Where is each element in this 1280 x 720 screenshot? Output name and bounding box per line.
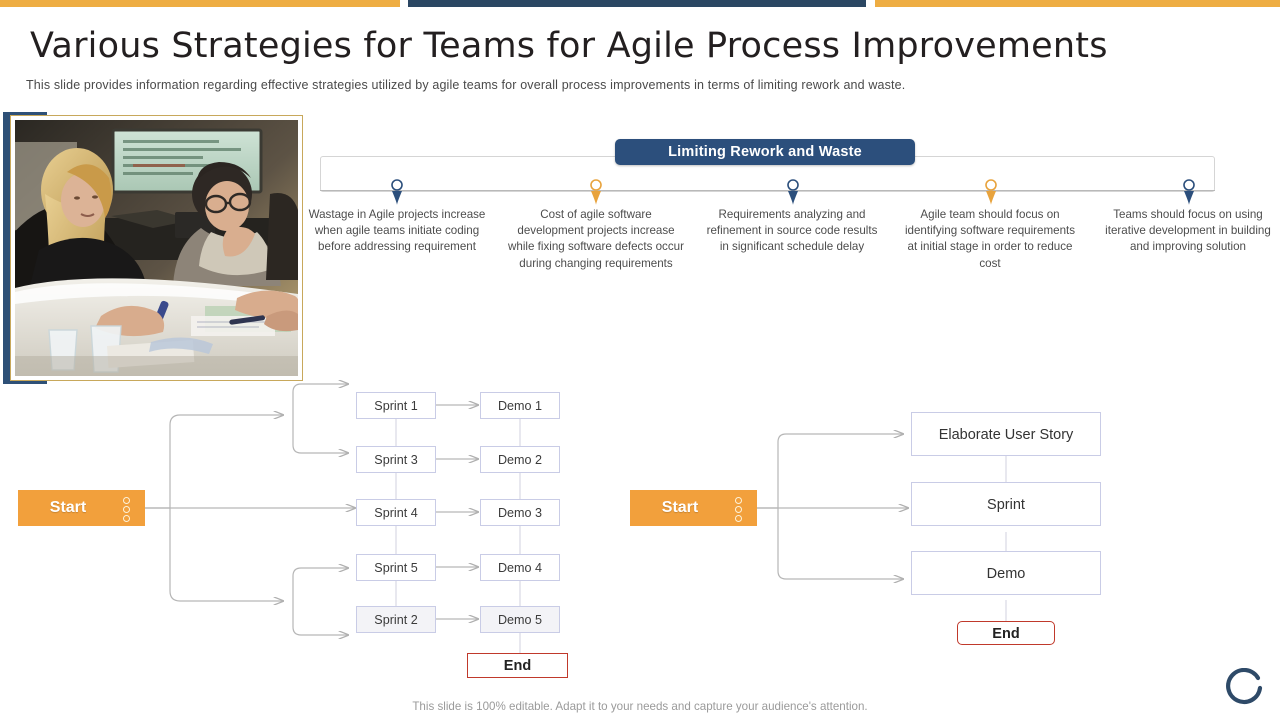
timeline-text-4: Agile team should focus on identifying s… [904,208,1076,270]
node-label: Demo 3 [497,506,543,520]
timeline-marker-5 [1180,179,1198,207]
flow-right-node-3[interactable]: Demo [911,551,1101,595]
flow-right-end[interactable]: End [957,621,1055,645]
timeline-marker-4 [982,179,1000,207]
flow-left-start-dots [123,497,133,522]
flow-left-sprint-2[interactable]: Sprint 3 [356,446,436,473]
flow-left-demo-4[interactable]: Demo 4 [480,554,560,581]
node-label: Demo 5 [497,613,543,627]
flow-left-sprint-1[interactable]: Sprint 1 [356,392,436,419]
flow-right-node-1[interactable]: Elaborate User Story [911,412,1101,456]
node-label: Demo 2 [497,453,543,467]
timeline-track [320,156,1215,192]
node-label: Demo 1 [497,399,543,413]
team-meeting-photo [15,120,298,376]
node-label: Sprint [987,497,1025,513]
flow-right-start[interactable]: Start [630,490,757,526]
timeline-banner: Limiting Rework and Waste [615,139,915,165]
timeline-text-5: Teams should focus on using iterative de… [1105,208,1271,254]
node-label: Sprint 1 [374,399,418,413]
flow-left-demo-3[interactable]: Demo 3 [480,499,560,526]
node-label: Demo [986,566,1026,582]
brand-logo-icon [1224,667,1266,710]
footer-note: This slide is 100% editable. Adapt it to… [412,700,868,713]
timeline-text-2: Cost of agile software development proje… [508,208,684,270]
page-title: Various Strategies for Teams for Agile P… [30,26,1108,66]
node-label: Sprint 2 [374,613,418,627]
timeline-axis [320,190,1215,191]
flow-left-demo-5[interactable]: Demo 5 [480,606,560,633]
accent-segment-right [875,0,1280,7]
flow-left-sprint-5[interactable]: Sprint 2 [356,606,436,633]
timeline-text-3: Requirements analyzing and refinement in… [706,208,878,254]
node-label: Sprint 3 [374,453,418,467]
accent-segment-left [0,0,400,7]
timeline-marker-1 [388,179,406,207]
flow-right-start-dots [735,497,745,522]
node-label: End [503,658,532,674]
timeline-marker-2 [587,179,605,207]
node-label: Demo 4 [497,561,543,575]
flow-left-demo-1[interactable]: Demo 1 [480,392,560,419]
flow-left-demo-2[interactable]: Demo 2 [480,446,560,473]
node-label: Elaborate User Story [938,427,1074,443]
flow-left-end[interactable]: End [467,653,568,678]
flow-left-start-label: Start [49,499,87,516]
flow-left-start[interactable]: Start [18,490,145,526]
page-subtitle: This slide provides information regardin… [26,78,906,92]
top-accent-bar [0,0,1280,7]
flow-left-sprint-4[interactable]: Sprint 5 [356,554,436,581]
photo-block [3,112,303,384]
timeline-marker-3 [784,179,802,207]
node-label: Sprint 5 [374,561,418,575]
flow-right-node-2[interactable]: Sprint [911,482,1101,526]
timeline-text-1: Wastage in Agile projects increase when … [308,208,486,254]
flow-left-sprint-3[interactable]: Sprint 4 [356,499,436,526]
flow-right-start-label: Start [661,499,699,516]
accent-segment-middle [408,0,866,7]
node-label: Sprint 4 [374,506,418,520]
node-label: End [992,626,1020,642]
